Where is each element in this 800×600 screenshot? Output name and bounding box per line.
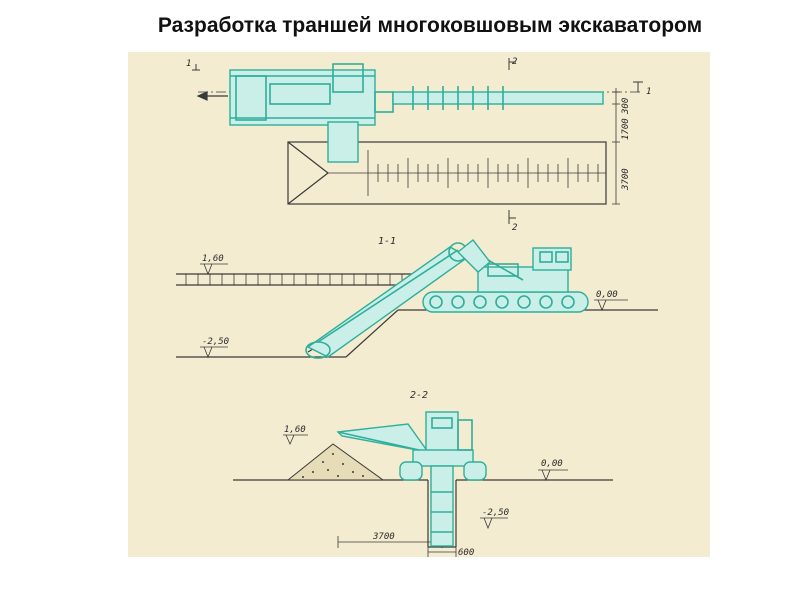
dimension-1700: 1700 [621,118,631,140]
level-1-60-s2-label: 1,60 [284,425,306,435]
plan-dimension-line [612,88,620,205]
excavator-side-view [305,239,589,359]
level-mark-neg-2-50-s2 [480,517,508,530]
section-mark-1-left [192,64,200,71]
travel-direction-arrow [196,91,228,101]
level-0-00-label: 0,00 [596,290,618,300]
dimension-3700-section: 3700 [372,532,395,542]
level-neg-2-50-s2-label: -2,50 [482,508,509,518]
level-mark-0-00-s2 [538,469,568,482]
section-mark-2-top-label: 2 [512,57,517,67]
section-mark-2-bottom-label: 2 [512,223,517,233]
section-mark-2-top [508,58,516,70]
section-1-1: 1-1 1,60 [176,236,658,359]
level-neg-2-50-label: -2,50 [202,337,229,347]
section-mark-1-left-label: 1 [186,59,191,69]
level-mark-0-00 [594,299,628,312]
plan-view: 1 1 2 2 [186,57,651,233]
section-mark-2-bottom [508,210,516,224]
excavator-plan [229,63,604,163]
dimension-3700-plan: 3700 [621,168,631,191]
slide-title: Разработка траншей многоковшовым экскава… [157,14,703,37]
section-2-2: 2-2 1,60 0,00 - [233,390,613,557]
section-1-1-caption: 1-1 [378,236,396,247]
trench-plan [287,141,607,205]
excavator-front-view [336,411,487,547]
section-mark-1-right [633,81,643,92]
dimension-600-section: 600 [458,548,474,557]
level-mark-neg-2-50 [200,346,228,359]
trench-excavation-drawing: 1 1 2 2 [128,52,710,557]
trench-plan-ticks [367,150,599,196]
level-mark-1-60 [200,263,228,276]
section-mark-1-right-label: 1 [646,87,651,97]
level-mark-1-60-s2 [283,434,308,445]
dimension-chain-2-2 [337,536,457,557]
level-0-00-s2-label: 0,00 [541,459,563,469]
spoil-pile [286,443,385,481]
section-2-2-caption: 2-2 [410,390,428,401]
level-1-60-label: 1,60 [202,254,224,264]
dimension-300: 300 [621,98,631,115]
